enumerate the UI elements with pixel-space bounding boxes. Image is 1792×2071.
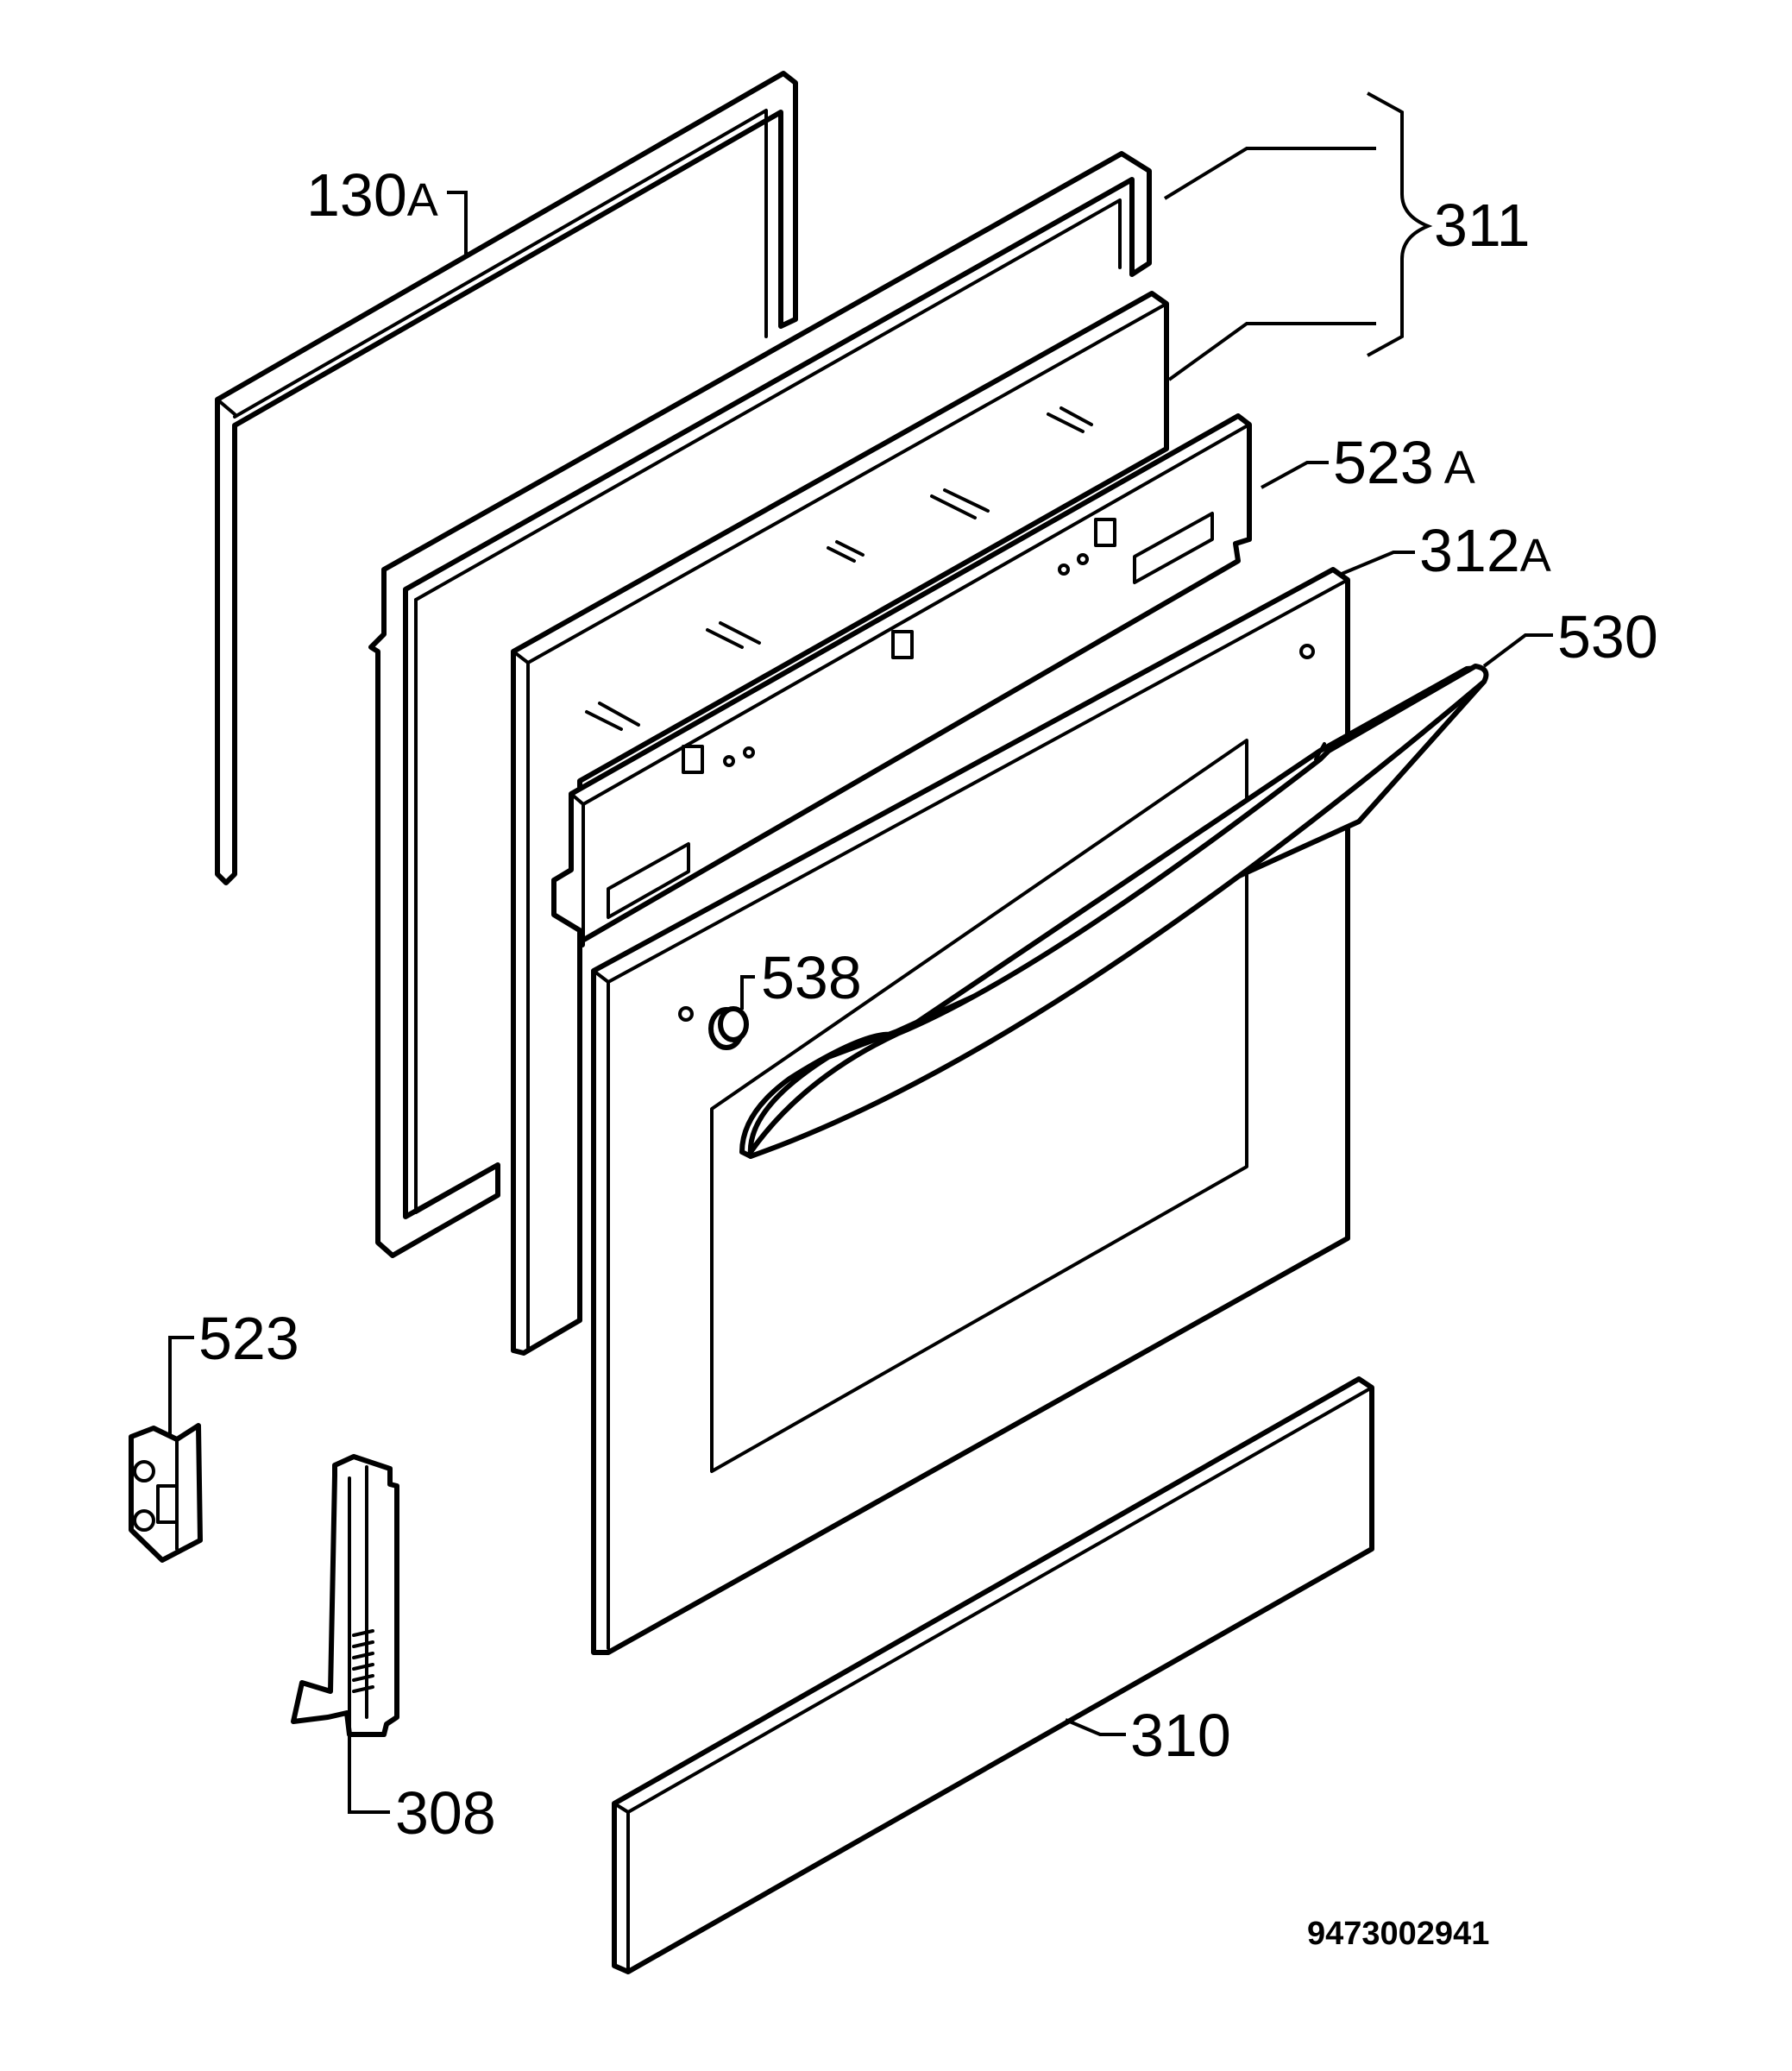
part-hinge-receiver <box>129 1423 203 1563</box>
callout-bracket-311 <box>1367 91 1433 357</box>
part-panel-bracket <box>551 413 1252 947</box>
part-door-glass <box>591 567 1350 1655</box>
part-hinge <box>291 1454 399 1737</box>
callout-530: 530 <box>1557 603 1658 670</box>
callout-312a: 312A <box>1419 517 1551 584</box>
drawing-number: 9473002941 <box>1307 1916 1489 1952</box>
hinge-spring <box>352 1629 374 1693</box>
part-gasket-frame <box>215 71 798 885</box>
part-spacer <box>708 1006 749 1050</box>
callout-538: 538 <box>761 944 862 1011</box>
leader-lines <box>168 147 1553 1814</box>
callout-523: 523 <box>198 1305 299 1372</box>
part-bottom-trim <box>612 1376 1374 1974</box>
callout-311: 311 <box>1434 192 1531 259</box>
part-inner-frame <box>368 151 1152 1258</box>
callout-308: 308 <box>395 1779 496 1847</box>
callout-310: 310 <box>1130 1702 1231 1769</box>
part-inner-glass <box>511 291 1169 1356</box>
callout-130a: 130A <box>306 161 438 229</box>
part-door-handle <box>739 664 1489 1159</box>
glass-reflection-marks <box>585 406 1093 731</box>
